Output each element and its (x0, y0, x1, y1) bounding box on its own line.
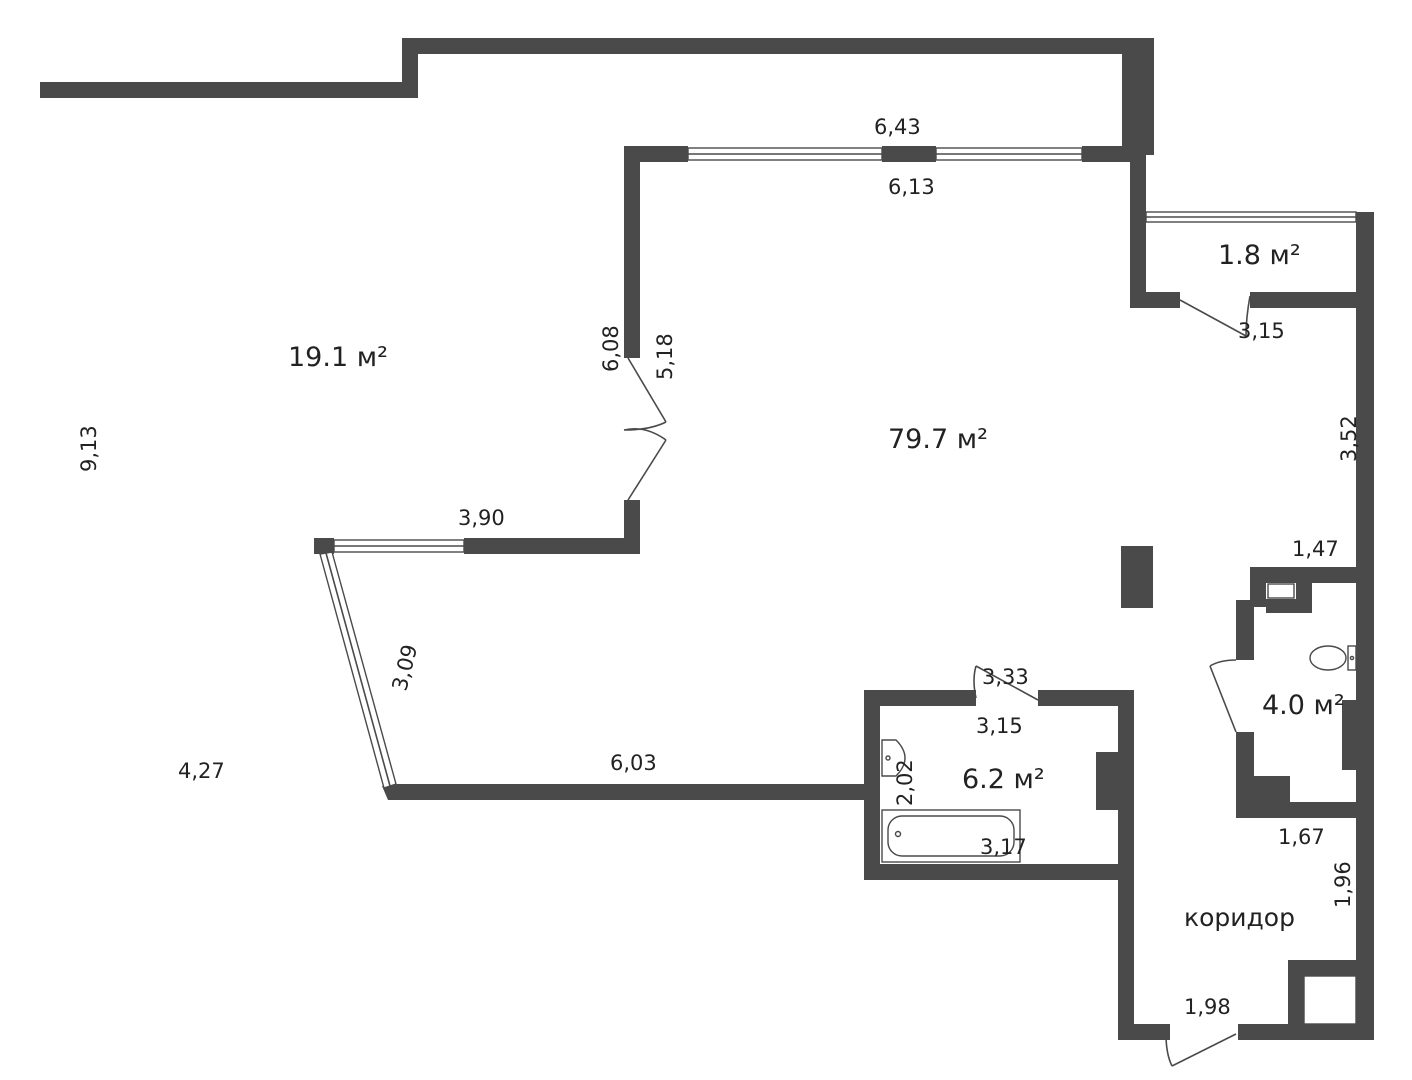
fixtures (881, 583, 1357, 1025)
area-loggia: 1.8 м² (1218, 240, 1301, 271)
wall-balcony-sill (464, 538, 640, 554)
area-bathroom: 6.2 м² (962, 764, 1045, 795)
dim-toilet-bottom: 1,67 (1278, 825, 1325, 849)
wall-corridor-bottom-left (1118, 1024, 1170, 1040)
dim-toilet-top: 1,47 (1292, 537, 1339, 561)
dim-left-outer: 9,13 (77, 425, 101, 472)
wall-corner-slant-top (314, 538, 334, 554)
wall-shaft-top (1288, 960, 1374, 976)
walls (40, 38, 1374, 1040)
dim-left-inner: 5,18 (653, 333, 677, 380)
windows (319, 147, 1357, 789)
dim-loggia-width: 3,15 (1238, 319, 1285, 343)
dim-bath-top-inner: 3,15 (976, 714, 1023, 738)
wall-right-outer (1356, 212, 1374, 1040)
wall-toilet-riser (1236, 776, 1290, 818)
door-balcony-double (623, 357, 667, 501)
wall-bath-left (864, 690, 880, 880)
wall-bath-riser (1096, 752, 1118, 810)
vent-icon (1267, 583, 1295, 599)
wall-corridor-bottom-right (1238, 1024, 1374, 1040)
wall-bath-right (1118, 690, 1134, 880)
wall-bath-bottom (864, 864, 1134, 880)
dim-balcony-window: 3,90 (458, 506, 505, 530)
door-toilet (1209, 659, 1237, 733)
wall-shaft-left (1288, 960, 1304, 1040)
wall-loggia-bottom-right (1250, 292, 1370, 308)
wall-pillar-top-right (1122, 38, 1154, 155)
dim-bath-bottom: 3,17 (980, 835, 1027, 859)
room-corridor: коридор (1184, 903, 1295, 932)
door-bathroom (973, 665, 1039, 701)
dim-left-wall: 6,08 (599, 325, 623, 372)
door-entrance (1165, 1033, 1237, 1067)
wall-living-left (624, 146, 640, 358)
sink-icon (881, 739, 906, 777)
doors (623, 295, 1251, 1067)
wall-loggia-bottom-left (1130, 292, 1180, 308)
area-balcony: 19.1 м² (288, 342, 388, 373)
dim-bath-top-outer: 3,33 (982, 665, 1029, 689)
wall-balcony-top-left (40, 82, 418, 98)
door-loggia (1179, 295, 1251, 337)
wall-toilet-vent-bottom (1266, 599, 1312, 613)
dim-top-inner: 6,13 (888, 175, 935, 199)
wall-bath-top-right (1038, 690, 1134, 706)
wall-toilet-right-niche (1342, 700, 1356, 770)
dim-slant-window: 3,09 (388, 642, 423, 693)
wall-corridor-left (1118, 864, 1134, 1040)
wall-bath-top-left (864, 690, 976, 706)
wall-toilet-top (1250, 567, 1370, 583)
wall-balcony-top (402, 38, 1154, 54)
wall-bottom (388, 784, 868, 800)
dim-entrance: 1,98 (1184, 995, 1231, 1019)
wall-living-top-mid (882, 146, 936, 162)
area-living: 79.7 м² (888, 424, 988, 455)
dim-bath-left: 2,02 (893, 759, 917, 806)
dim-bottom-wall: 6,03 (610, 751, 657, 775)
dim-top-outer: 6,43 (874, 115, 921, 139)
area-labels: 19.1 м² 79.7 м² 1.8 м² 4.0 м² 6.2 м² кор… (288, 240, 1345, 932)
dim-right-upper: 3,52 (1337, 415, 1361, 462)
shaft-icon (1303, 975, 1357, 1025)
wall-toilet-left-upper (1236, 600, 1254, 660)
dim-bottom-left: 4,27 (178, 759, 225, 783)
dimension-labels: 6,43 6,13 9,13 6,08 5,18 3,90 3,09 4,27 … (77, 115, 1361, 1019)
wall-loggia-left (1130, 152, 1146, 308)
toilet-icon (1309, 645, 1357, 671)
dim-corridor-right: 1,96 (1331, 861, 1355, 908)
area-toilet: 4.0 м² (1262, 690, 1345, 721)
wall-toilet-top-left (1250, 567, 1266, 607)
wall-living-pillar (1121, 546, 1153, 608)
